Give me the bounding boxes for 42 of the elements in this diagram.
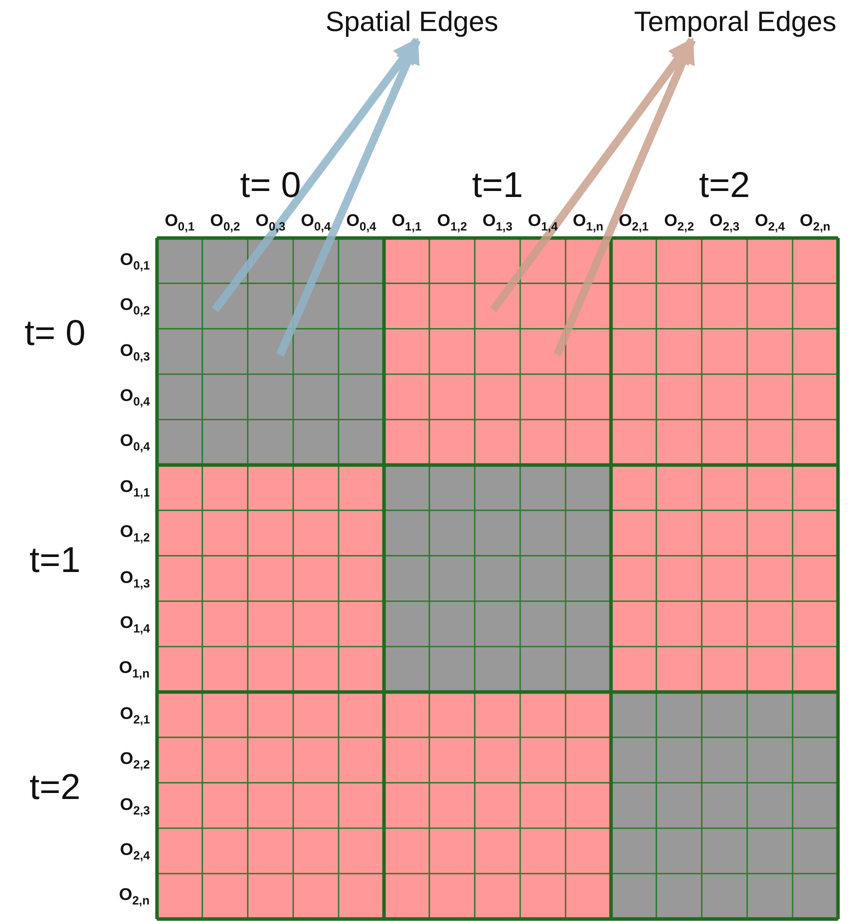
- row-header: O$_{1,n}$: [119, 659, 150, 680]
- column-header: O$_{0,3}$: [256, 212, 286, 232]
- row-header: O$_{2,n}$: [119, 886, 150, 907]
- leader-arrow: [212, 38, 420, 312]
- column-header: O$_{2,4}$: [754, 212, 785, 232]
- row-header: O$_{0,4}$: [120, 432, 150, 453]
- column-header: O$_{2,n}$: [800, 212, 830, 232]
- row-header: O$_{0,3}$: [120, 342, 150, 362]
- column-header: O$_{0,4}$: [300, 212, 331, 232]
- row-header: O$_{0,4}$: [120, 386, 150, 408]
- time-step-label: t= 0: [240, 167, 302, 203]
- column-header: O$_{1,1}$: [392, 212, 422, 232]
- leader-arrow: [553, 38, 696, 357]
- column-header: O$_{2,3}$: [710, 212, 740, 232]
- row-header: O$_{2,1}$: [120, 704, 150, 726]
- column-header: O$_{0,1}$: [164, 212, 195, 232]
- column-header: O$_{1,n}$: [572, 212, 604, 232]
- column-header: O$_{0,4}$: [346, 212, 376, 232]
- time-step-label: t=2: [30, 769, 81, 806]
- leader-arrow: [276, 38, 421, 357]
- time-step-label: t=1: [472, 167, 524, 203]
- row-header: O$_{0,2}$: [120, 296, 150, 316]
- row-header: O$_{1,4}$: [120, 614, 150, 634]
- row-header: O$_{2,4}$: [120, 840, 150, 862]
- column-header: O$_{1,3}$: [482, 212, 512, 232]
- column-header: O$_{0,2}$: [210, 212, 240, 232]
- column-header: O$_{2,2}$: [664, 212, 694, 232]
- column-header: O$_{1,4}$: [528, 212, 558, 232]
- time-step-label: t=2: [699, 167, 750, 203]
- row-header: O$_{1,1}$: [120, 478, 150, 498]
- time-step-label: t=1: [30, 542, 81, 578]
- time-step-label: t= 0: [24, 315, 86, 352]
- row-header: O$_{1,2}$: [120, 523, 150, 544]
- row-header: O$_{1,3}$: [120, 568, 150, 589]
- edge-type-label: Spatial Edges: [326, 6, 498, 38]
- column-header: O$_{1,2}$: [437, 212, 468, 232]
- edge-type-label: Temporal Edges: [634, 6, 836, 38]
- column-header: O$_{2,1}$: [618, 212, 649, 232]
- row-header: O$_{2,3}$: [120, 796, 150, 816]
- leader-arrow: [490, 38, 696, 312]
- row-header: O$_{0,1}$: [120, 250, 150, 272]
- row-header: O$_{2,2}$: [120, 750, 150, 770]
